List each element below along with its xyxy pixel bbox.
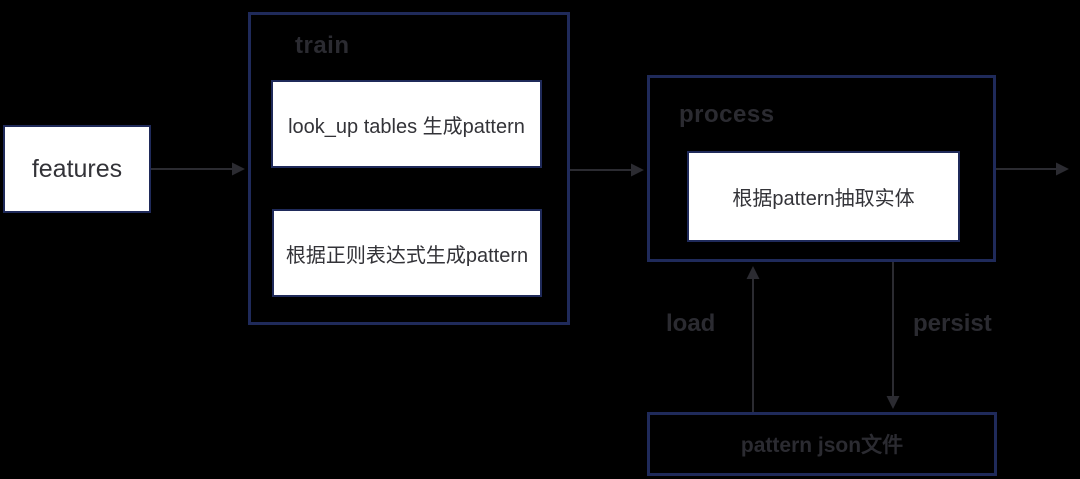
node-regex-pattern-label: 根据正则表达式生成pattern [285,244,529,267]
node-pattern-json-file: pattern json文件 [647,412,997,476]
node-lookup-tables-pattern-label: look_up tables 生成pattern [288,115,525,138]
node-features-label: features [31,154,123,183]
edge-label-persist: persist [913,310,992,337]
node-extract-entities: 根据pattern抽取实体 [687,151,960,242]
node-extract-entities-label: 根据pattern抽取实体 [732,188,915,210]
node-lookup-tables-pattern: look_up tables 生成pattern [271,80,542,168]
node-features: features [3,125,151,213]
node-regex-pattern: 根据正则表达式生成pattern [272,209,542,297]
node-pattern-json-file-label: pattern json文件 [740,434,904,457]
group-process-title: process [679,101,775,128]
edge-label-load: load [666,310,716,337]
group-train-title: train [295,32,350,59]
